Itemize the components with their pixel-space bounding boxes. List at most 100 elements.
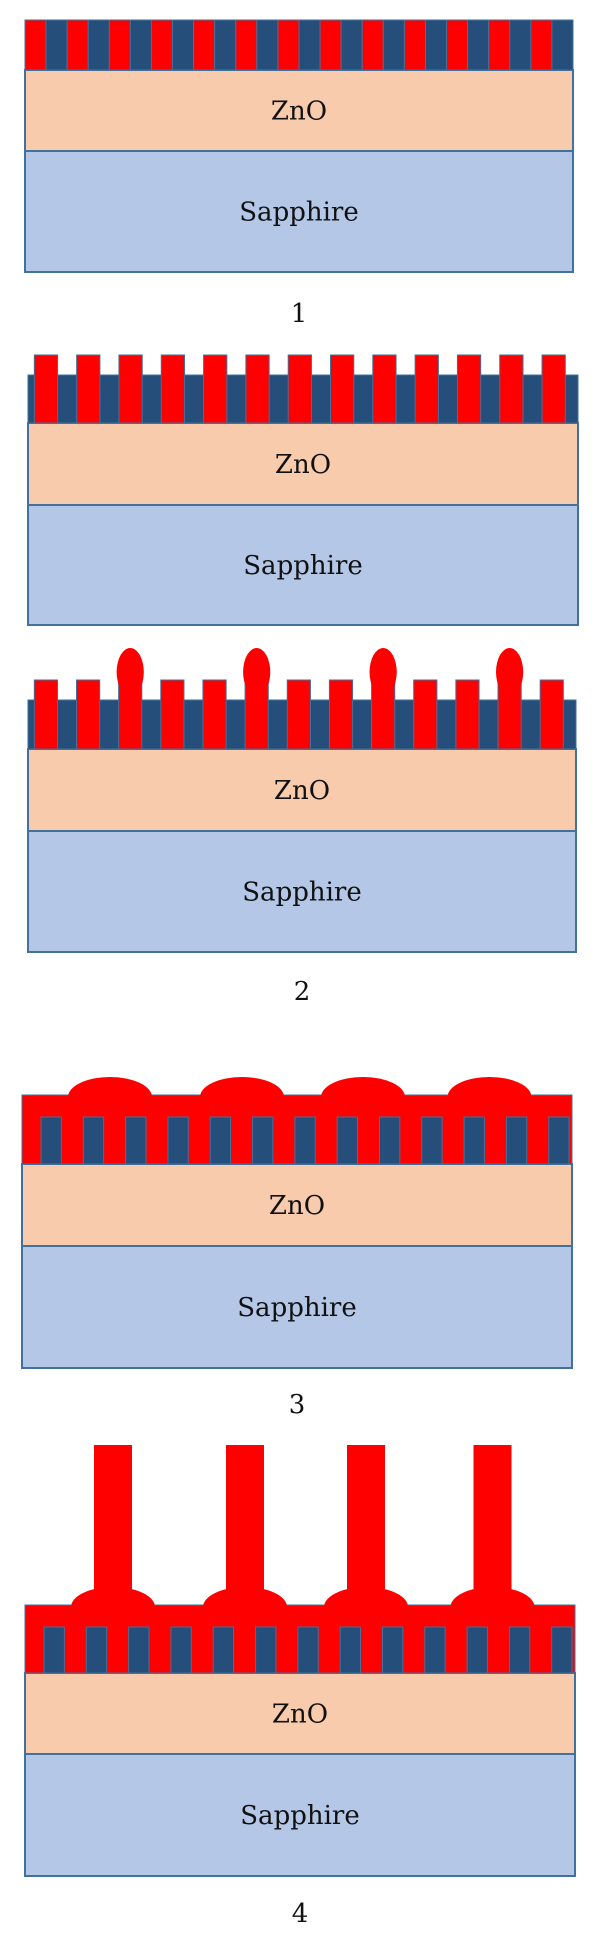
grain-column	[128, 1626, 150, 1674]
sapphire-label: Sapphire	[242, 878, 361, 908]
seed-column	[235, 19, 258, 71]
seed-column	[361, 19, 384, 71]
grain-column	[294, 1116, 316, 1165]
grain-column	[45, 19, 68, 71]
grain-column	[467, 19, 490, 71]
zno-layer	[27, 422, 579, 506]
zno-label: ZnO	[269, 1191, 325, 1221]
seed-column	[33, 354, 59, 424]
seed-column	[203, 354, 228, 424]
seed-column	[403, 19, 426, 71]
seed-column	[372, 354, 397, 424]
grain-column	[87, 19, 110, 71]
seed-column	[245, 354, 270, 424]
stage-4: ZnO Sapphire 3	[21, 1077, 573, 1420]
zno-label: ZnO	[271, 97, 327, 127]
grain-column	[212, 1626, 235, 1674]
zno-layer	[27, 748, 577, 832]
seed-column	[328, 679, 354, 750]
grain-column	[336, 1116, 359, 1165]
grain-column	[421, 1116, 443, 1165]
stage-3: ZnO Sapphire 2	[27, 648, 577, 1007]
seed-column	[160, 354, 186, 424]
nanorod	[473, 1445, 512, 1610]
seed-column	[33, 679, 59, 750]
sapphire-label: Sapphire	[239, 198, 358, 228]
grain-column	[466, 1626, 488, 1674]
grain-column	[170, 1626, 192, 1674]
seed-droplet	[496, 648, 524, 696]
seed-column	[319, 19, 342, 71]
seed-column	[76, 354, 101, 424]
grain-column	[172, 19, 195, 71]
step-number: 3	[289, 1390, 306, 1420]
nanorod	[347, 1445, 385, 1610]
seed-column	[414, 354, 439, 424]
nucleation-bump	[447, 1077, 532, 1117]
grain-column	[424, 19, 448, 71]
zno-label: ZnO	[274, 776, 330, 806]
grain-column	[340, 19, 363, 71]
seed-column	[66, 19, 89, 71]
grain-column	[339, 1626, 362, 1674]
seed-column	[286, 679, 311, 750]
stage-5: ZnO Sapphire 4	[24, 1445, 576, 1929]
sapphire-layer	[27, 830, 577, 953]
zno-label: ZnO	[272, 1700, 328, 1730]
nucleation-bump	[68, 1077, 152, 1117]
grain-column	[82, 1116, 105, 1165]
sapphire-label: Sapphire	[237, 1293, 356, 1323]
zno-layer	[21, 1163, 573, 1247]
seed-column	[413, 679, 438, 750]
seed-column	[202, 679, 227, 750]
seed-column	[446, 19, 469, 71]
grain-column	[252, 1116, 274, 1165]
grain-column	[255, 1626, 277, 1674]
step-number: 4	[292, 1899, 309, 1929]
seed-column	[488, 19, 511, 71]
sapphire-label: Sapphire	[243, 551, 362, 581]
grain-column	[209, 1116, 232, 1165]
grain-column	[125, 1116, 147, 1165]
seed-droplet	[243, 648, 271, 696]
grain-column	[40, 1116, 62, 1165]
grain-column	[167, 1116, 189, 1165]
zno-layer	[24, 69, 574, 152]
grain-column	[551, 1626, 573, 1674]
grain-column	[256, 19, 279, 71]
seed-column	[75, 679, 101, 750]
seed-column	[287, 354, 312, 424]
step-number: 2	[294, 977, 311, 1007]
grain-column	[298, 19, 321, 71]
grain-column	[85, 1626, 108, 1674]
zno-layer	[24, 1672, 576, 1755]
seed-column	[455, 679, 480, 750]
grain-column	[505, 1116, 528, 1165]
seed-column	[24, 19, 47, 71]
stage-1: ZnO Sapphire 1	[24, 19, 574, 329]
seed-column	[193, 19, 216, 71]
grain-column	[463, 1116, 485, 1165]
grain-column	[508, 1626, 531, 1674]
sapphire-label: Sapphire	[240, 1801, 359, 1831]
nanorod	[94, 1445, 132, 1610]
grain-column	[43, 1626, 65, 1674]
nanorod	[226, 1445, 264, 1610]
sapphire-layer	[24, 1753, 576, 1877]
stage-2: ZnO Sapphire	[27, 354, 579, 626]
nucleation-bump	[321, 1077, 405, 1117]
seed-column	[160, 679, 185, 750]
seed-column	[277, 19, 300, 71]
grain-column	[297, 1626, 319, 1674]
zno-label: ZnO	[275, 450, 331, 480]
step-number: 1	[291, 299, 308, 329]
grain-column	[379, 1116, 401, 1165]
seed-column	[499, 354, 524, 424]
grain-column	[382, 19, 405, 71]
seed-droplet	[369, 648, 397, 696]
grain-column	[129, 19, 152, 71]
seed-column	[330, 354, 355, 424]
seed-column	[541, 354, 566, 424]
seed-column	[456, 354, 482, 424]
